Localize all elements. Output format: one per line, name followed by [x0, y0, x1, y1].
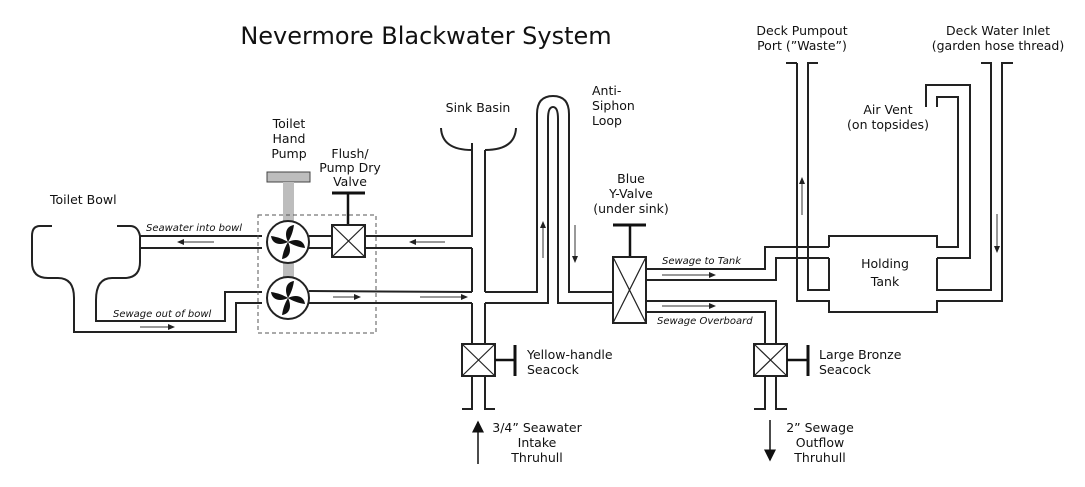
flow-label-sewage-out-of-bowl: Sewage out of bowl: [113, 309, 212, 320]
y-valve-label-1: Blue: [617, 171, 645, 186]
intake-thruhull-label-1: 3/4” Seawater: [492, 420, 582, 435]
anti-siphon-loop-inner: [485, 105, 612, 304]
flush-valve-label-1: Flush/: [331, 146, 369, 161]
sewage-overboard-pipe-top: [646, 300, 777, 344]
bronze-seacock-label-2: Seacock: [819, 362, 872, 377]
deck-pumpout-label-1: Deck Pumpout: [756, 23, 847, 38]
y-valve-label-2: Y-Valve: [608, 186, 653, 201]
pump-impeller-upper: [266, 220, 310, 264]
valve-to-intake-pipe: [365, 143, 473, 249]
sink-basin: [440, 127, 517, 151]
intake-thruhull-label-2: Intake: [518, 435, 557, 450]
air-vent-label-1: Air Vent: [863, 102, 912, 117]
yellow-seacock-label-1: Yellow-handle: [526, 347, 613, 362]
pump-impeller-lower: [266, 276, 310, 320]
toilet-bowl: [31, 225, 262, 333]
yellow-handle-seacock[interactable]: [461, 343, 496, 377]
toilet-hand-pump-label-3: Pump: [271, 146, 306, 161]
flow-label-seawater-into-bowl: Seawater into bowl: [146, 223, 242, 234]
bronze-seacock-label-1: Large Bronze: [819, 347, 902, 362]
holding-tank-label-2: Tank: [870, 274, 900, 289]
pump-handle[interactable]: [266, 171, 311, 183]
flow-label-sewage-to-tank: Sewage to Tank: [662, 256, 742, 267]
intake-thruhull: [462, 376, 495, 410]
holding-tank-left-inner: [807, 62, 830, 291]
toilet-hand-pump-label-2: Hand: [273, 131, 306, 146]
diagram-title: Nevermore Blackwater System: [240, 22, 611, 50]
flush-valve-label-3: Valve: [333, 174, 367, 189]
sewage-overboard-pipe-bottom: [646, 311, 766, 344]
pump-outlet-pipe-top: [308, 290, 473, 293]
sink-basin-label: Sink Basin: [446, 100, 511, 115]
anti-siphon-label-3: Loop: [592, 113, 622, 128]
flush-valve[interactable]: [331, 224, 366, 258]
deck-water-inlet-label-2: (garden hose thread): [932, 38, 1065, 53]
holding-tank-label-1: Holding: [861, 256, 909, 271]
holding-tank-outer: [786, 62, 1013, 313]
anti-siphon-label-1: Anti-: [592, 83, 621, 98]
outflow-thruhull-label-2: Outflow: [796, 435, 844, 450]
sewage-to-tank-pipe-bottom: [646, 257, 829, 281]
intake-thruhull-label-3: Thruhull: [510, 450, 562, 465]
outflow-thruhull-label-3: Thruhull: [793, 450, 845, 465]
air-vent-pipe: [925, 84, 971, 259]
air-vent-label-2: (on topsides): [847, 117, 929, 132]
deck-water-inlet-label-1: Deck Water Inlet: [946, 23, 1050, 38]
large-bronze-seacock[interactable]: [753, 343, 788, 377]
y-valve[interactable]: [612, 256, 647, 324]
deck-pumpout-label-2: Port (”Waste”): [757, 38, 847, 53]
toilet-hand-pump-label-1: Toilet: [272, 116, 306, 131]
flow-label-sewage-overboard: Sewage Overboard: [657, 316, 753, 327]
pump-housing-outline: [257, 214, 377, 334]
outflow-thruhull: [754, 376, 787, 410]
anti-siphon-loop-outer: [485, 94, 612, 293]
anti-siphon-label-2: Siphon: [592, 98, 635, 113]
yellow-seacock-label-2: Seacock: [527, 362, 580, 377]
holding-tank-right-inner: [936, 62, 992, 291]
intake-pipe-lower: [471, 303, 486, 344]
outflow-thruhull-label-1: 2” Sewage: [786, 420, 854, 435]
holding-tank-top-vent: [828, 96, 959, 248]
toilet-bowl-label: Toilet Bowl: [49, 192, 117, 207]
flush-valve-label-2: Pump Dry: [319, 160, 381, 175]
pump-to-valve-pipe: [309, 235, 332, 249]
y-valve-label-3: (under sink): [593, 201, 668, 216]
